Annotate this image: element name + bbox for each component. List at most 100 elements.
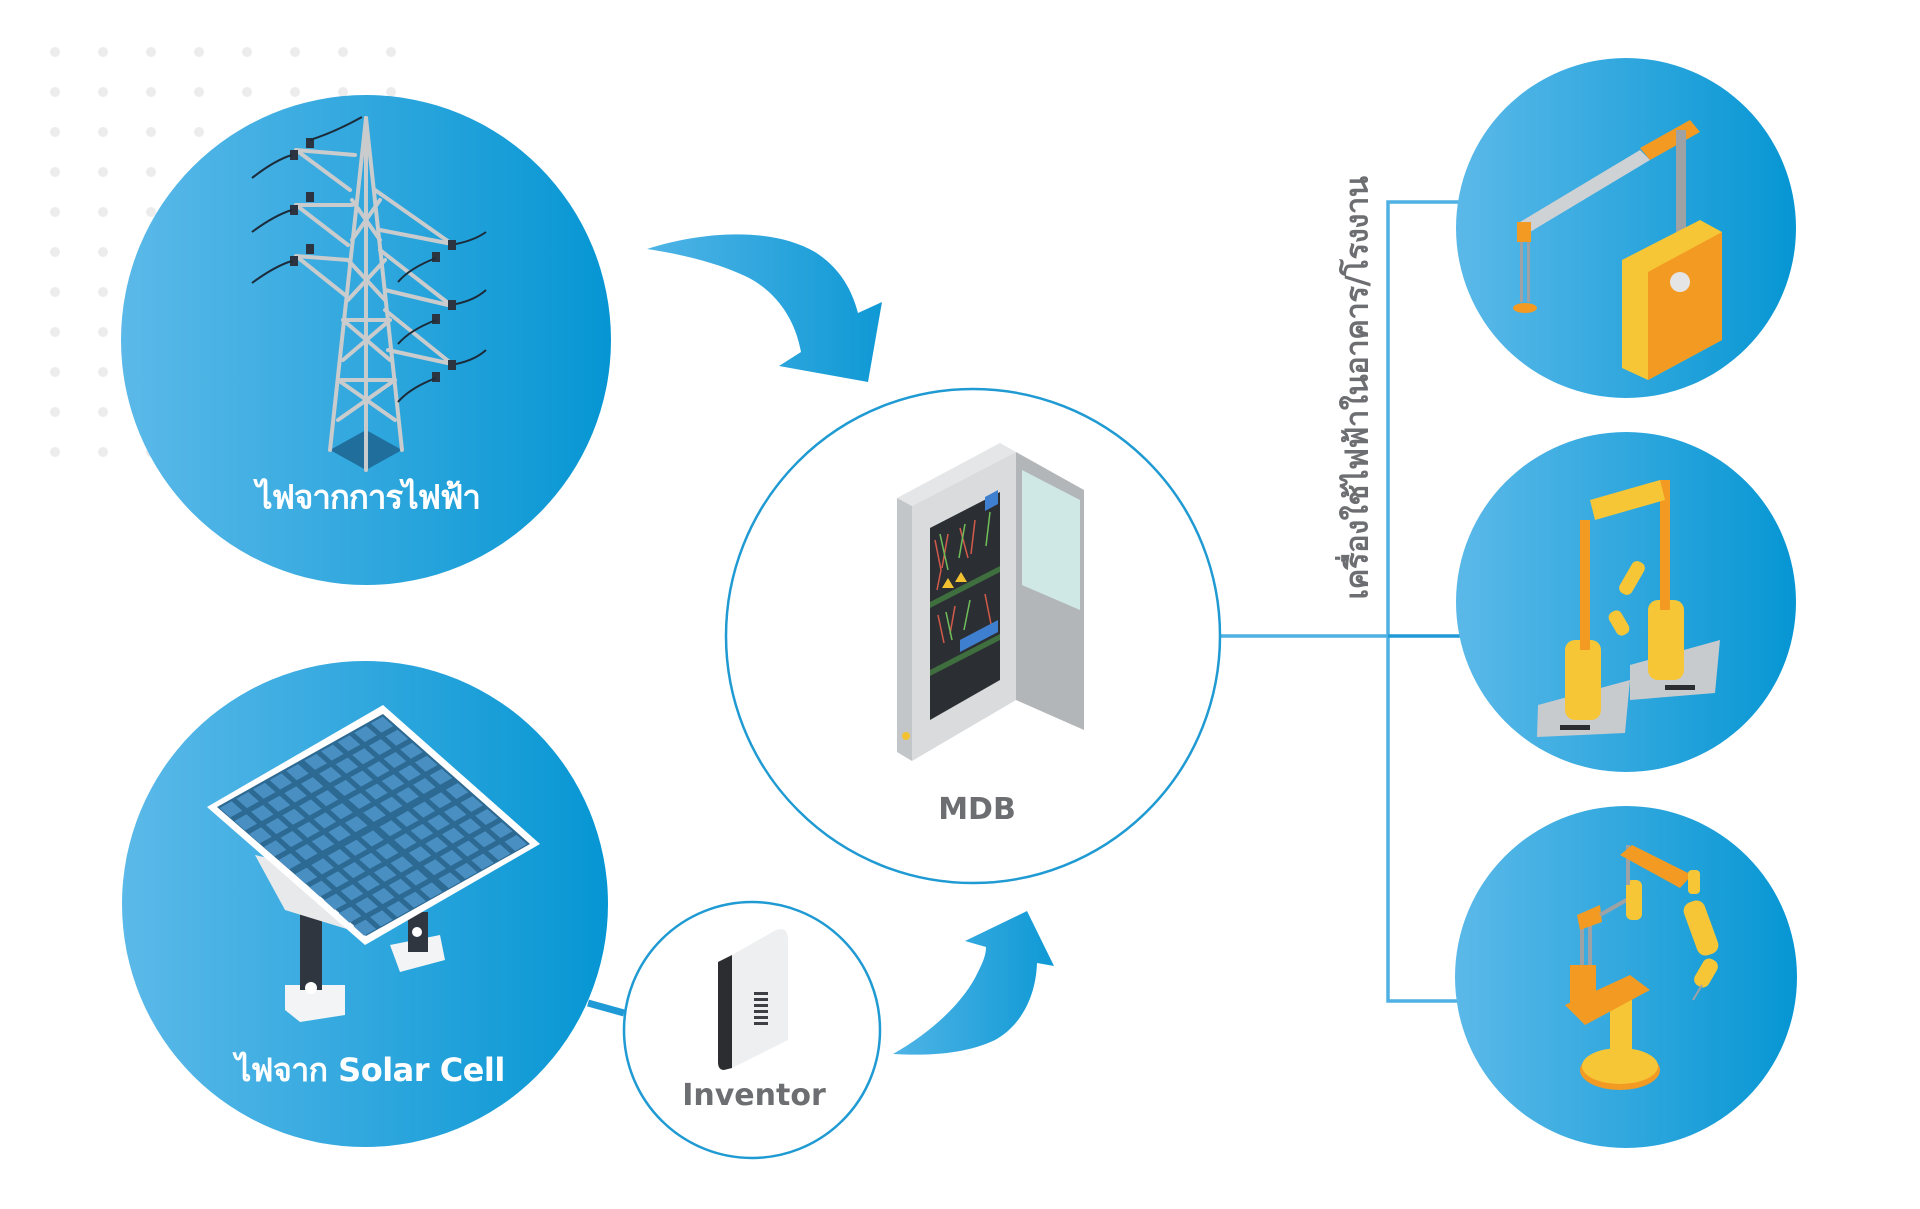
solar-cell — [311, 834, 335, 851]
solar-cell — [400, 742, 423, 759]
solar-to-inverter-line — [587, 999, 625, 1017]
grid-dot — [194, 87, 204, 97]
solar-cell — [335, 757, 359, 774]
solar-cell — [425, 836, 448, 853]
solar-cell — [300, 777, 324, 794]
solar-cell — [413, 778, 436, 794]
solar-cell — [345, 816, 368, 833]
dual-robot-arm-icon — [1537, 480, 1720, 737]
grid-dot — [146, 207, 156, 217]
grid-dot — [50, 247, 60, 257]
solar-cell — [410, 823, 434, 840]
solar-cell — [265, 818, 289, 835]
solar-cell — [385, 729, 409, 746]
solar-cell — [363, 805, 386, 822]
solar-cell — [368, 739, 392, 755]
grid-dot — [338, 47, 348, 57]
solar-cell — [326, 871, 349, 888]
solar-cell — [379, 820, 402, 837]
inverter-node[interactable] — [622, 900, 882, 1160]
solar-cell — [321, 744, 344, 761]
grid-dot — [146, 47, 156, 57]
solar-cell — [359, 852, 382, 869]
solar-cell — [278, 853, 302, 870]
grid-dot — [50, 407, 60, 417]
solar-cell — [315, 790, 339, 807]
grid-dot — [50, 207, 60, 217]
solar-cell — [299, 799, 322, 816]
solar-cell — [456, 840, 480, 857]
solar-cell — [414, 755, 438, 772]
solar-cell — [419, 882, 443, 899]
solar-cell — [429, 768, 453, 785]
solar-cell — [403, 891, 426, 908]
grid-node-label: ไฟจากการไฟฟ้า — [256, 477, 481, 517]
solar-cell — [475, 809, 498, 825]
grid-dot — [98, 367, 108, 377]
grid-to-mdb-arrow — [647, 234, 882, 382]
solar-cell — [267, 795, 291, 812]
solar-cell — [284, 786, 307, 803]
load-node-3[interactable] — [1455, 806, 1797, 1148]
solar-cell — [443, 805, 467, 822]
grid-dot — [50, 367, 60, 377]
solar-cell — [309, 880, 332, 897]
grid-dot — [98, 447, 108, 457]
solar-cell — [324, 893, 347, 910]
grid-dot — [386, 87, 396, 97]
solar-cell — [454, 862, 478, 879]
solar-cell — [352, 748, 375, 765]
solar-cell — [405, 869, 428, 886]
solar-cell — [338, 906, 362, 923]
grid-dot — [146, 87, 156, 97]
solar-cell — [489, 822, 513, 838]
grid-dot — [146, 167, 156, 177]
grid-dot — [194, 127, 204, 137]
grid-dot — [386, 47, 396, 57]
solar-cell — [429, 792, 452, 809]
solar-cell — [269, 773, 293, 790]
load-node-2[interactable] — [1456, 432, 1796, 772]
solar-cell — [445, 783, 469, 799]
solar-cell — [263, 840, 287, 857]
grid-dot — [146, 127, 156, 137]
solar-cell — [390, 856, 414, 873]
solar-cell — [375, 843, 399, 860]
solar-cell — [408, 846, 432, 863]
solar-cell — [473, 831, 496, 848]
mdb-node[interactable] — [724, 387, 1222, 885]
solar-cell — [396, 787, 419, 804]
load-node-1[interactable] — [1456, 58, 1796, 398]
solar-cell — [251, 805, 274, 822]
grid-dot — [98, 207, 108, 217]
solar-cell — [253, 782, 276, 799]
solar-cell — [282, 808, 305, 825]
solar-cell — [311, 858, 334, 875]
solar-cell — [337, 735, 361, 752]
solar-cell — [357, 875, 380, 892]
solar-cells — [219, 716, 528, 936]
solar-cell — [304, 753, 327, 770]
grid-dot — [50, 447, 60, 457]
solar-cell — [471, 853, 494, 870]
solar-cell — [440, 849, 463, 866]
grid-dot — [98, 287, 108, 297]
grid-dot — [50, 87, 60, 97]
solar-cell — [412, 801, 436, 818]
solar-cell — [365, 783, 388, 800]
grid-dot — [242, 87, 252, 97]
grid-dot — [290, 47, 300, 57]
grid-dot — [50, 287, 60, 297]
grid-node[interactable] — [121, 95, 611, 585]
solar-node-label: ไฟจาก Solar Cell — [235, 1051, 505, 1089]
solar-cell — [328, 825, 351, 842]
solar-cell — [340, 884, 364, 901]
solar-node[interactable] — [122, 661, 608, 1147]
gantry-robot-arm-icon — [1513, 120, 1722, 380]
grid-dot — [338, 87, 348, 97]
grid-dot — [242, 47, 252, 57]
grid-dot — [290, 87, 300, 97]
connectors — [587, 200, 1460, 1017]
load-bus-line — [1386, 200, 1460, 1003]
